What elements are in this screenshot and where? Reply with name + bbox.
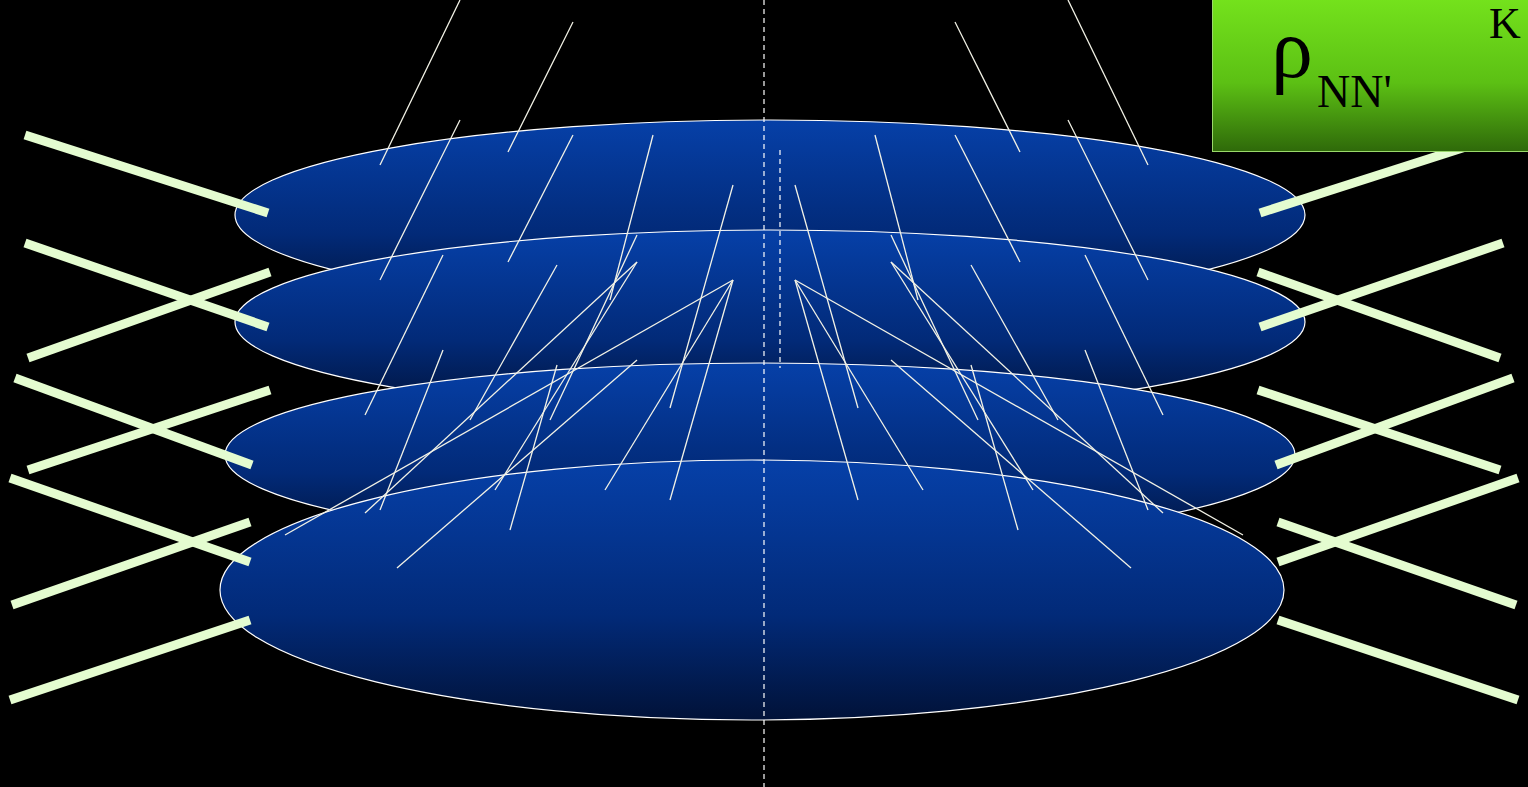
track-line: [670, 280, 733, 500]
track-line: [495, 262, 637, 490]
axis-line: [763, 0, 764, 787]
beam-line: [1278, 620, 1518, 700]
track-line: [285, 280, 733, 535]
track-line: [891, 262, 1163, 513]
track-line: [508, 22, 573, 152]
beam-line: [1278, 522, 1516, 605]
track-line: [971, 265, 1058, 420]
symbol-text: NN': [1317, 69, 1392, 115]
track-line: [1085, 350, 1148, 510]
beam-line: [10, 620, 250, 700]
beam-line: [25, 135, 268, 213]
track-line: [380, 350, 443, 510]
track-line: [795, 280, 923, 490]
beam-line: [28, 390, 270, 470]
axis-line: [779, 150, 780, 368]
beam-line: [10, 478, 250, 562]
track-line: [365, 262, 637, 513]
track-line: [891, 262, 1033, 490]
beam-line: [1258, 272, 1500, 358]
beam-line: [15, 378, 252, 465]
track-line: [380, 120, 460, 280]
track-line: [891, 360, 1131, 568]
track-line: [610, 135, 653, 300]
track-line: [1085, 255, 1163, 415]
beam-line: [1278, 478, 1518, 562]
label-box: ρNN' K: [1212, 0, 1528, 152]
track-line: [795, 280, 858, 500]
track-line: [1068, 120, 1148, 280]
beam-line: [12, 522, 250, 605]
symbol-text: ρ: [1271, 7, 1313, 91]
track-line: [380, 0, 460, 165]
track-line: [605, 280, 733, 490]
track-line: [365, 255, 443, 415]
beam-line: [1276, 378, 1513, 465]
track-line: [508, 135, 573, 262]
track-line: [875, 135, 918, 300]
track-line: [955, 135, 1020, 262]
track-line: [795, 280, 1243, 535]
track-line: [550, 235, 637, 420]
track-line: [891, 235, 978, 420]
track-line: [510, 365, 557, 530]
symbol-text: K: [1489, 2, 1521, 46]
track-line: [1068, 0, 1148, 165]
track-line: [971, 365, 1018, 530]
track-line: [955, 22, 1020, 152]
track-line: [397, 360, 637, 568]
track-line: [470, 265, 557, 420]
beam-line: [28, 272, 270, 358]
beam-line: [1258, 390, 1500, 470]
